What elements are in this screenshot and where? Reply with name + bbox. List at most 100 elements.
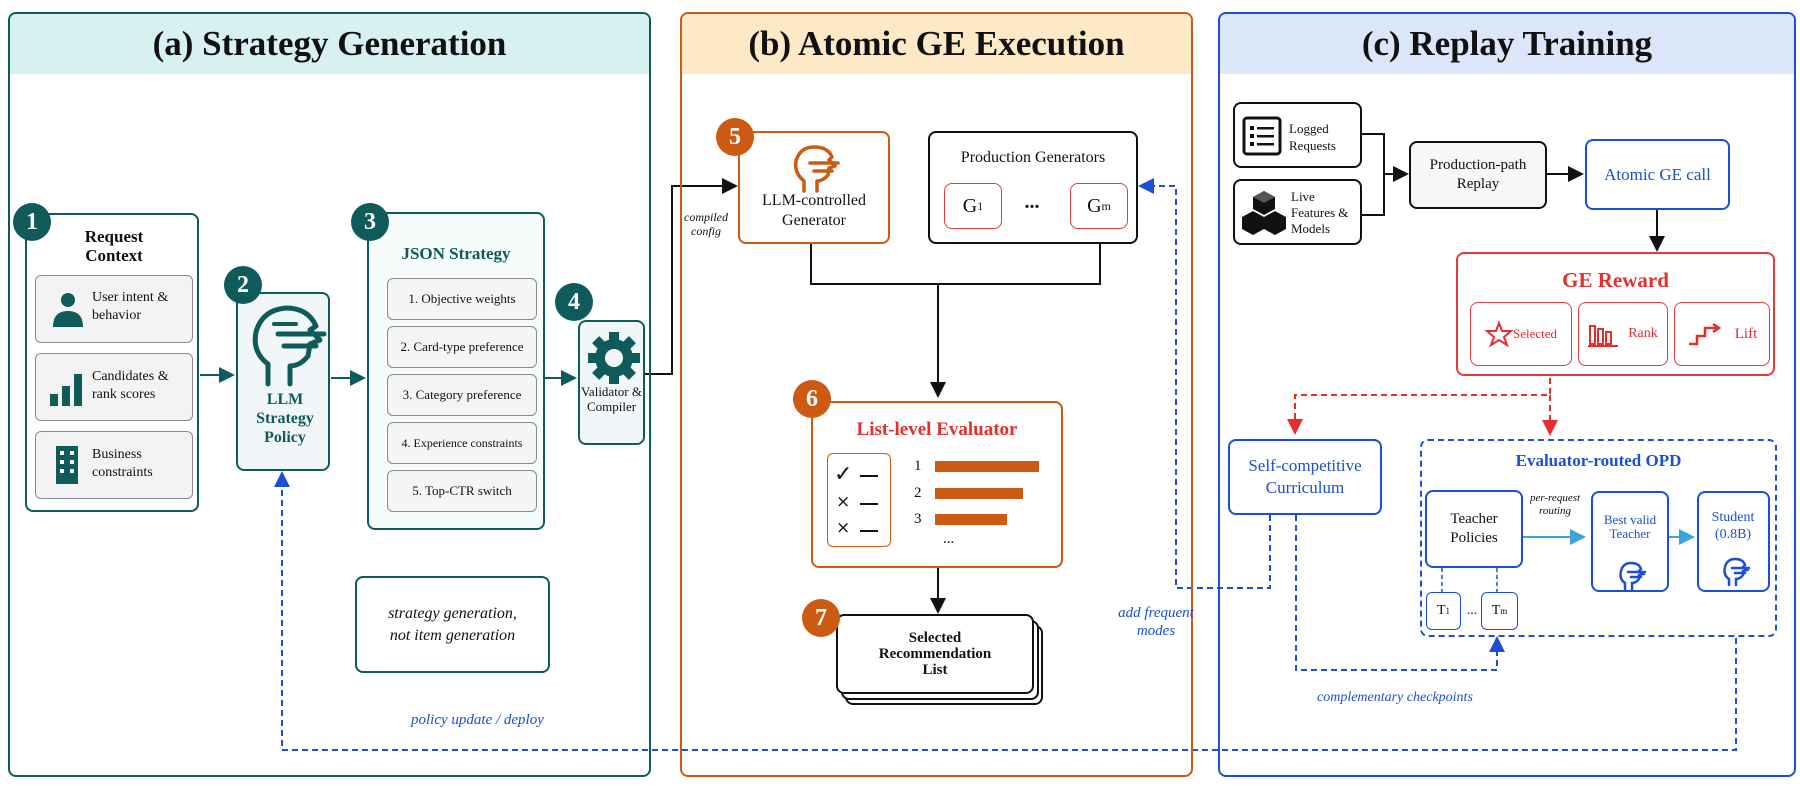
panel-b-title: (b) Atomic GE Execution bbox=[682, 14, 1191, 74]
request-context-title: Request Context bbox=[84, 227, 144, 265]
cubes-icon bbox=[1242, 191, 1286, 235]
rank-bar-1 bbox=[935, 461, 1039, 472]
atomic-ge-call-label: Atomic GE call bbox=[1604, 164, 1711, 184]
generator-gm-letter: G bbox=[1087, 194, 1102, 217]
strategy-note-text: strategy generation, not item generation bbox=[388, 604, 517, 644]
arrow-policy-update-loop bbox=[274, 471, 1737, 751]
context-item-intent-label: User intent & behavior bbox=[92, 290, 169, 323]
logged-requests-box: Logged Requests bbox=[1233, 102, 1362, 168]
cross-mark-icon: × bbox=[836, 518, 851, 538]
json-strategy-title: JSON Strategy bbox=[401, 244, 511, 263]
check-line bbox=[860, 530, 878, 532]
reward-lift: Lift bbox=[1674, 302, 1770, 366]
context-item-intent: User intent & behavior bbox=[35, 275, 193, 343]
json-item-objective: 1. Objective weights bbox=[387, 278, 537, 320]
teacher-ellipsis: ... bbox=[1466, 603, 1478, 618]
generator-g1-subscript: 1 bbox=[977, 198, 984, 213]
selected-list-box: Selected Recommendation List bbox=[836, 614, 1034, 694]
arrow-curriculum-to-generators bbox=[1138, 178, 1271, 589]
lift-trend-icon bbox=[1688, 322, 1722, 346]
per-request-routing-label: per-request routing bbox=[1529, 492, 1581, 517]
opd-box: Evaluator-routed OPD bbox=[1420, 439, 1777, 637]
reward-rank-label: Rank bbox=[1628, 326, 1658, 341]
generator-g1-letter: G bbox=[962, 194, 978, 217]
arrow-complementary-checkpoints bbox=[1295, 515, 1505, 671]
cross-mark-icon: × bbox=[836, 492, 851, 512]
rank-label-1: 1 bbox=[914, 458, 922, 474]
llm-generator-label: LLM-controlled Generator bbox=[762, 192, 866, 229]
check-line bbox=[860, 503, 878, 505]
panel-atomic-ge-execution: (b) Atomic GE Execution bbox=[680, 12, 1193, 777]
ge-reward-title: GE Reward bbox=[1562, 268, 1669, 292]
bar-chart-icon bbox=[50, 374, 82, 406]
context-item-candidates: Candidates & rank scores bbox=[35, 353, 193, 421]
teacher-policies-label: Teacher Policies bbox=[1450, 511, 1498, 546]
context-item-business: Business constraints bbox=[35, 431, 193, 499]
llm-brain-icon bbox=[1723, 557, 1751, 587]
llm-brain-icon bbox=[793, 145, 840, 193]
llm-brain-icon bbox=[1619, 561, 1647, 591]
list-icon bbox=[1242, 116, 1282, 156]
step-badge-2: 2 bbox=[224, 266, 262, 304]
line-logged-join bbox=[1362, 133, 1385, 174]
validator-compiler-label: Validator & Compiler bbox=[580, 384, 642, 414]
request-context-box: Request Context User intent & behavior C… bbox=[25, 213, 199, 512]
production-path-replay-box: Production-path Replay bbox=[1409, 141, 1547, 209]
arrow-validator-to-generator bbox=[645, 178, 738, 375]
line-generator-merge bbox=[810, 244, 1101, 285]
context-item-candidates-label: Candidates & rank scores bbox=[92, 369, 169, 402]
generator-ellipsis: ... bbox=[1024, 191, 1040, 213]
rank-label-3: 3 bbox=[914, 511, 922, 527]
step-badge-3: 3 bbox=[351, 203, 389, 241]
llm-generator-box: LLM-controlled Generator bbox=[738, 131, 890, 244]
building-icon bbox=[56, 446, 78, 484]
star-icon bbox=[1484, 320, 1514, 348]
json-item-experience: 4. Experience constraints bbox=[387, 422, 537, 464]
panel-a-title: (a) Strategy Generation bbox=[10, 14, 649, 74]
student-box: Student (0.8B) bbox=[1697, 491, 1770, 592]
best-teacher-box: Best valid Teacher bbox=[1591, 491, 1669, 592]
teacher-policies-box: Teacher Policies bbox=[1425, 490, 1523, 568]
reward-selected-label: Selected bbox=[1512, 326, 1558, 341]
student-label: Student (0.8B) bbox=[1711, 510, 1755, 542]
live-features-box: Live Features & Models bbox=[1233, 179, 1362, 245]
check-line bbox=[860, 475, 878, 477]
step-badge-4: 4 bbox=[555, 283, 593, 321]
step-badge-7: 7 bbox=[802, 599, 840, 637]
best-teacher-label: Best valid Teacher bbox=[1603, 512, 1657, 541]
generator-gm-subscript: m bbox=[1101, 198, 1111, 213]
validator-compiler-box: Validator & Compiler bbox=[578, 320, 645, 445]
curriculum-label: Self-competitive Curriculum bbox=[1248, 456, 1362, 497]
list-evaluator-box: List-level Evaluator ✓ × × 1 2 3 ... bbox=[811, 401, 1063, 568]
reward-selected: Selected bbox=[1470, 302, 1572, 366]
llm-strategy-policy-label: LLM Strategy Policy bbox=[256, 391, 314, 446]
live-features-label: Live Features & Models bbox=[1291, 189, 1349, 236]
user-icon bbox=[53, 293, 83, 327]
rank-bar-3 bbox=[935, 514, 1007, 525]
checklist-icon: ✓ × × bbox=[827, 453, 891, 547]
panel-strategy-generation: (a) Strategy Generation bbox=[8, 12, 651, 777]
rank-bar-2 bbox=[935, 488, 1023, 499]
step-badge-5: 5 bbox=[716, 118, 754, 156]
json-item-top-ctr: 5. Top-CTR switch bbox=[387, 470, 537, 512]
line-live-join bbox=[1362, 174, 1385, 216]
production-path-replay-label: Production-path Replay bbox=[1429, 157, 1527, 192]
logged-requests-label: Logged Requests bbox=[1289, 121, 1336, 153]
list-evaluator-title: List-level Evaluator bbox=[856, 419, 1018, 440]
llm-brain-icon bbox=[252, 305, 327, 387]
step-badge-6: 6 bbox=[793, 380, 831, 418]
json-strategy-box: JSON Strategy 1. Objective weights 2. Ca… bbox=[367, 212, 545, 530]
curriculum-box: Self-competitive Curriculum bbox=[1228, 439, 1382, 515]
teacher-t1-letter: T bbox=[1436, 603, 1446, 618]
teacher-tm-letter: T bbox=[1491, 603, 1501, 618]
policy-update-label: policy update / deploy bbox=[411, 712, 544, 728]
complementary-checkpoints-label: complementary checkpoints bbox=[1317, 690, 1473, 705]
step-badge-1: 1 bbox=[13, 203, 51, 241]
ge-reward-box: GE Reward Selected Rank Lift bbox=[1456, 252, 1775, 376]
llm-strategy-policy-box: LLM Strategy Policy bbox=[236, 292, 330, 471]
teacher-tm-subscript: m bbox=[1500, 606, 1508, 616]
